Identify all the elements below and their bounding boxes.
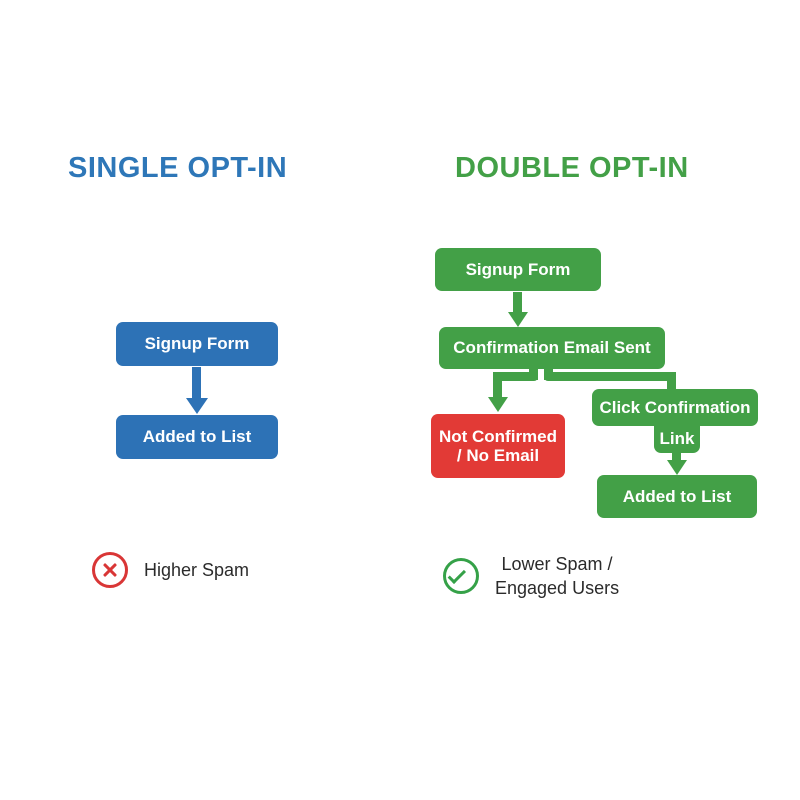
not-confirmed-line-1: Not Confirmed [438,426,558,446]
double-legend: Lower Spam / Engaged Users [443,552,619,601]
double-legend-label: Lower Spam / Engaged Users [495,554,620,599]
not-confirmed-line-2: / No Email [456,446,540,465]
single-optin-title: SINGLE OPT-IN [68,152,288,184]
single-legend: Higher Spam [92,552,249,588]
double-node-click-confirmation: Click Confirmation [592,389,758,426]
double-connector-left-drop [493,372,502,400]
double-connector-signup-stem [513,292,522,315]
single-node-signup-form: Signup Form [116,322,278,366]
double-node-signup-form: Signup Form [435,248,601,291]
double-connector-link-stem [672,452,681,463]
double-connector-left-arrowhead-icon [488,397,508,412]
double-connector-right-drop [667,372,676,392]
circle-cross-icon [92,552,128,588]
double-connector-link-arrowhead-icon [667,460,687,475]
single-connector-arrowhead-icon [186,398,208,414]
double-node-confirmation-email-sent: Confirmation Email Sent [439,327,665,369]
single-connector-stem [192,367,201,400]
double-node-not-confirmed: Not Confirmed / No Email [431,414,565,478]
double-node-added-to-list: Added to List [597,475,757,518]
circle-check-icon [443,558,479,595]
double-connector-signup-arrowhead-icon [508,312,528,327]
double-connector-right-elbow [544,372,676,381]
single-node-added-to-list: Added to List [116,415,278,459]
double-connector-left-elbow [493,372,538,381]
single-legend-label: Higher Spam [144,559,250,580]
double-node-link: Link [654,425,700,453]
double-optin-title: DOUBLE OPT-IN [455,152,689,184]
